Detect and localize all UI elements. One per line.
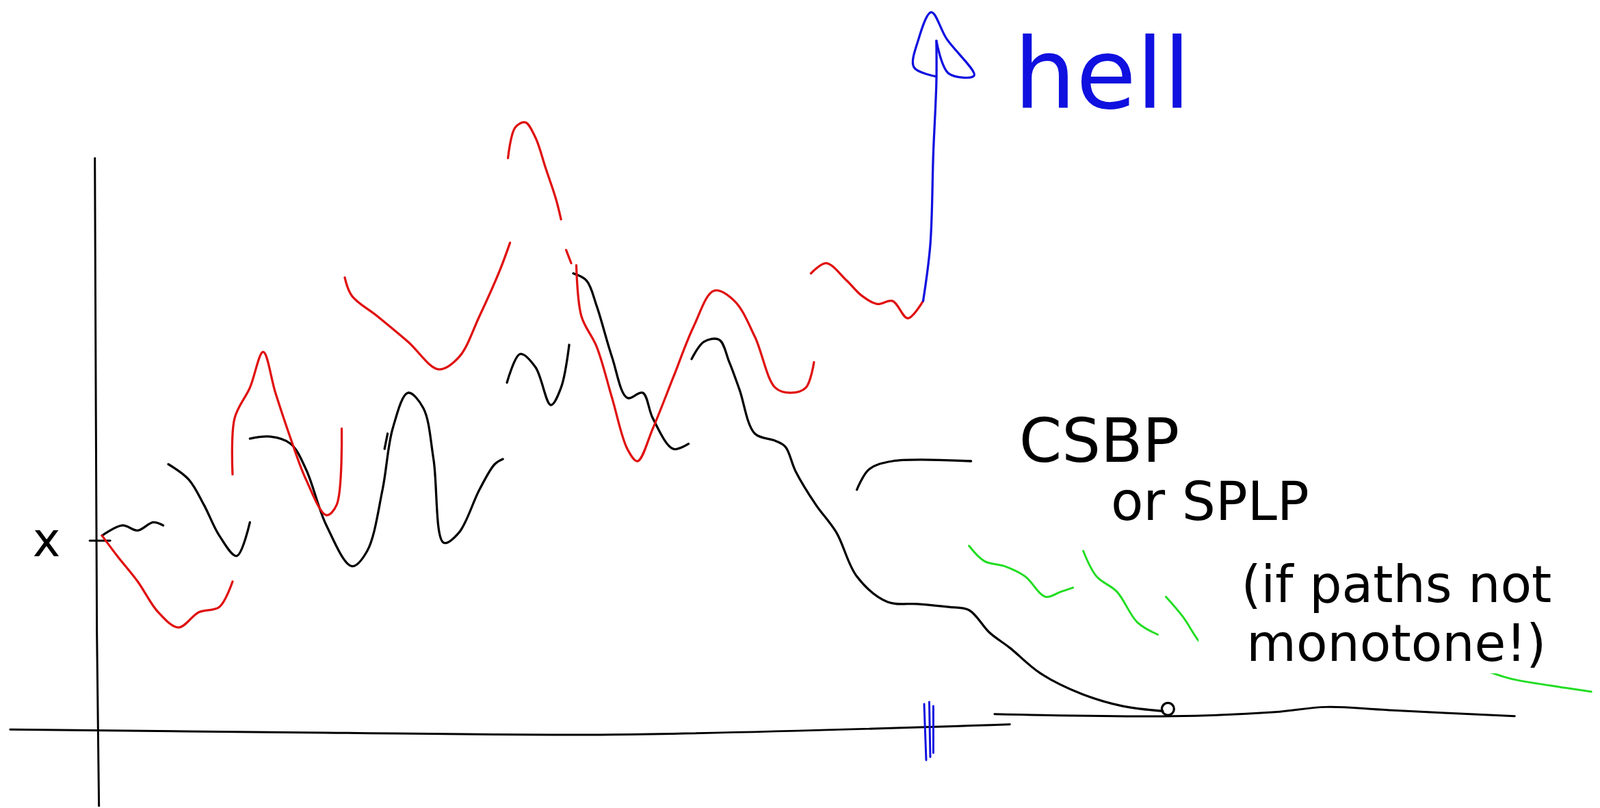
subcritical-path [969, 545, 1074, 598]
explosive-path [231, 351, 342, 516]
y-axis [95, 158, 100, 806]
explosive-path [810, 263, 923, 319]
extinction-point [1161, 702, 1174, 715]
process-path [101, 521, 163, 535]
explosive-path [344, 242, 511, 370]
x-axis-continuation [994, 706, 1515, 717]
process-path [384, 433, 388, 449]
process-path [168, 463, 250, 556]
process-path [691, 338, 1163, 711]
axis-label: x [28, 513, 65, 568]
explosion-arrow [912, 12, 975, 78]
subcritical-path [1083, 550, 1159, 635]
explosive-path [508, 122, 562, 220]
annotation: CSBP [1015, 405, 1185, 477]
time-tick [932, 705, 935, 754]
explosion-path [923, 41, 938, 301]
x-axis [10, 724, 1010, 735]
explosive-path [566, 249, 572, 263]
explosive-path [101, 535, 233, 628]
time-tick [928, 701, 930, 758]
time-tick [924, 703, 927, 760]
annotation-note: (if paths not monotone!) [1198, 556, 1595, 674]
explosive-path [576, 265, 815, 462]
process-path [506, 344, 570, 405]
annotation: hell [1009, 18, 1195, 132]
process-path [573, 273, 689, 450]
annotation: or SPLP [1106, 471, 1314, 533]
process-path [249, 392, 503, 567]
leader-line [857, 459, 972, 490]
